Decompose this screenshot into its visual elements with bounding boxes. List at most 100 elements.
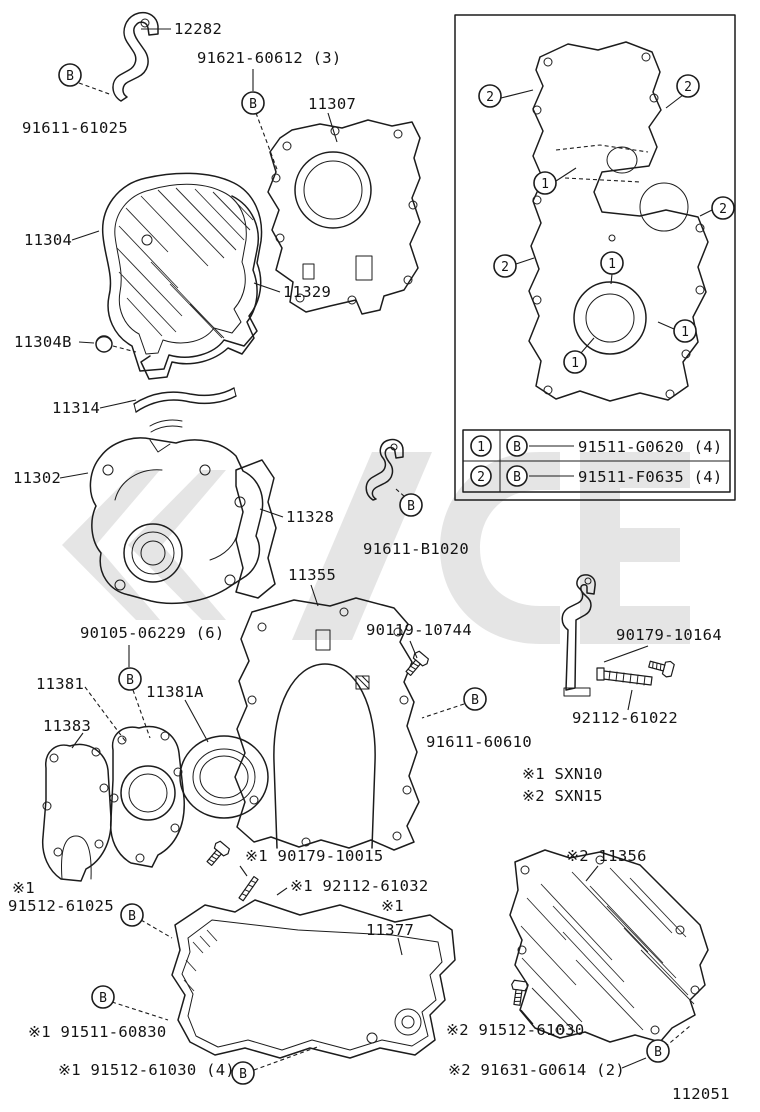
marker-1: 1 xyxy=(533,171,557,195)
part-drawing-inset-rear-plate xyxy=(528,41,709,402)
marker-2: 2 xyxy=(676,74,700,98)
bolt-marker-b: B xyxy=(118,667,142,691)
bolt-marker-text: B xyxy=(128,909,136,924)
stud-92112-61032 xyxy=(238,875,259,902)
bolt-marker-b: B xyxy=(463,687,487,711)
part-label-92112-61032: ※1 92112-61032 xyxy=(290,877,429,895)
part-label-11356: ※2 11356 xyxy=(566,847,647,865)
part-label-91611-61025: 91611-61025 xyxy=(22,119,128,137)
marker-2-text: 2 xyxy=(501,260,509,275)
bolt-marker-text: B xyxy=(126,673,134,688)
bolt-marker-text: B xyxy=(239,1067,247,1082)
part-label-11304: 11304 xyxy=(24,231,72,249)
bolt-marker-text: B xyxy=(249,97,257,112)
part-label-91631-g0614: ※2 91631-G0614 (2) xyxy=(448,1061,625,1079)
legend-part-2: 91511-F0635 (4) xyxy=(578,468,722,486)
part-drawing-11302-cover xyxy=(89,437,264,605)
note-sxn15: ※2 SXN15 xyxy=(522,787,603,805)
part-drawing-92112-stud xyxy=(596,667,653,686)
marker-2: 2 xyxy=(711,196,735,220)
legend-num-1: 1 xyxy=(477,440,485,455)
part-label-11383: 11383 xyxy=(43,717,91,735)
part-label-91512-61025-prefix: ※1 xyxy=(12,879,35,897)
part-label-91512-61030-bottom: ※1 91512-61030 (4) xyxy=(58,1061,235,1079)
bolt-marker-b: B xyxy=(231,1061,255,1085)
figure-number: 112051 xyxy=(672,1085,730,1103)
marker-2-text: 2 xyxy=(719,202,727,217)
bolt-marker-text: B xyxy=(407,499,415,514)
bolt-marker-b: B xyxy=(58,63,82,87)
note-sxn10: ※1 SXN10 xyxy=(522,765,603,783)
legend-bolt-1: B xyxy=(513,440,521,455)
part-label-90179-10164: 90179-10164 xyxy=(616,626,722,644)
part-drawing-11355-plate xyxy=(234,597,420,851)
cover-rib-hatching xyxy=(116,187,254,339)
part-drawing-12282-hook xyxy=(112,11,159,102)
part-label-11302: 11302 xyxy=(13,469,61,487)
part-label-11377: 11377 xyxy=(366,921,414,939)
bolt-marker-b: B xyxy=(241,91,265,115)
part-label-91512-61030-right: ※2 91512-61030 xyxy=(446,1021,585,1039)
part-label-92112-61022: 92112-61022 xyxy=(572,709,678,727)
marker-2-text: 2 xyxy=(684,80,692,95)
part-label-11355: 11355 xyxy=(288,566,336,584)
part-drawing-11381-plate xyxy=(109,725,185,868)
bolt-90179-10164 xyxy=(646,655,676,679)
bolt-marker-text: B xyxy=(471,693,479,708)
legend-num-2: 2 xyxy=(477,470,485,485)
part-label-11329: 11329 xyxy=(283,283,331,301)
part-label-11314: 11314 xyxy=(52,399,100,417)
part-drawing-11304-cover xyxy=(101,172,263,372)
bolt-markers: B B B B B B B B B xyxy=(58,63,670,1085)
part-label-12282: 12282 xyxy=(174,20,222,38)
marker-2: 2 xyxy=(493,254,517,278)
marker-2-text: 2 xyxy=(486,90,494,105)
bolt-marker-b: B xyxy=(120,903,144,927)
bolt-90179-10015 xyxy=(202,839,232,870)
marker-1-text: 1 xyxy=(541,177,549,192)
inset-markers: 2 2 2 2 1 1 1 1 xyxy=(478,74,735,374)
part-drawing-11307-plate xyxy=(267,119,421,315)
part-label-11307: 11307 xyxy=(308,95,356,113)
cover-rib-hatching-2 xyxy=(520,867,695,1033)
marker-1-text: 1 xyxy=(608,257,616,272)
marker-1: 1 xyxy=(600,251,624,275)
part-drawing-11356-cover xyxy=(509,849,709,1043)
legend-bolt-2: B xyxy=(513,470,521,485)
legend-table: 1 B 91511-G0620 (4) 2 B 91511-F0635 (4) xyxy=(462,429,731,493)
part-label-91511-60830: ※1 91511-60830 xyxy=(28,1023,167,1041)
inset-panel: 2 2 2 2 1 1 1 1 1 B 91511-G0620 (4) xyxy=(454,14,736,501)
part-label-90119-10744: 90119-10744 xyxy=(366,621,472,639)
part-label-11381a: 11381A xyxy=(146,683,204,701)
part-label-90179-10015: ※1 90179-10015 xyxy=(245,847,384,865)
part-labels: 12282 91621-60612 (3) 11307 91611-61025 … xyxy=(8,20,730,1103)
marker-1-text: 1 xyxy=(681,325,689,340)
part-label-11304b: 11304B xyxy=(14,333,72,351)
part-drawing-11328-plate xyxy=(235,459,277,599)
marker-1: 1 xyxy=(673,319,697,343)
part-drawing-11304b-cap xyxy=(95,335,113,353)
leader-lines xyxy=(59,28,691,1071)
bolt-marker-b: B xyxy=(646,1039,670,1063)
legend-row: 1 B 91511-G0620 (4) xyxy=(470,435,722,457)
marker-1-text: 1 xyxy=(571,356,579,371)
part-label-91621-60612: 91621-60612 (3) xyxy=(197,49,341,67)
part-label-11328: 11328 xyxy=(286,508,334,526)
part-drawing-11383-plate xyxy=(41,743,112,882)
part-drawing-11377-pan xyxy=(171,899,456,1059)
part-drawing-11314-gasket xyxy=(133,387,237,433)
part-drawing-11381a-seal xyxy=(179,735,269,819)
marker-1: 1 xyxy=(563,350,587,374)
bolt-marker-b: B xyxy=(91,985,115,1009)
part-label-90105-06229: 90105-06229 (6) xyxy=(80,624,224,642)
legend-part-1: 91511-G0620 (4) xyxy=(578,438,722,456)
part-label-91611-60610: 91611-60610 xyxy=(426,733,532,751)
legend-row: 2 B 91511-F0635 (4) xyxy=(470,465,722,487)
part-label-91512-61025: 91512-61025 xyxy=(8,897,114,915)
part-drawing-90179-bracket xyxy=(561,574,596,697)
bolt-marker-text: B xyxy=(99,991,107,1006)
part-label-91611-b1020: 91611-B1020 xyxy=(363,540,469,558)
part-drawing-91611b-hook xyxy=(365,438,404,501)
